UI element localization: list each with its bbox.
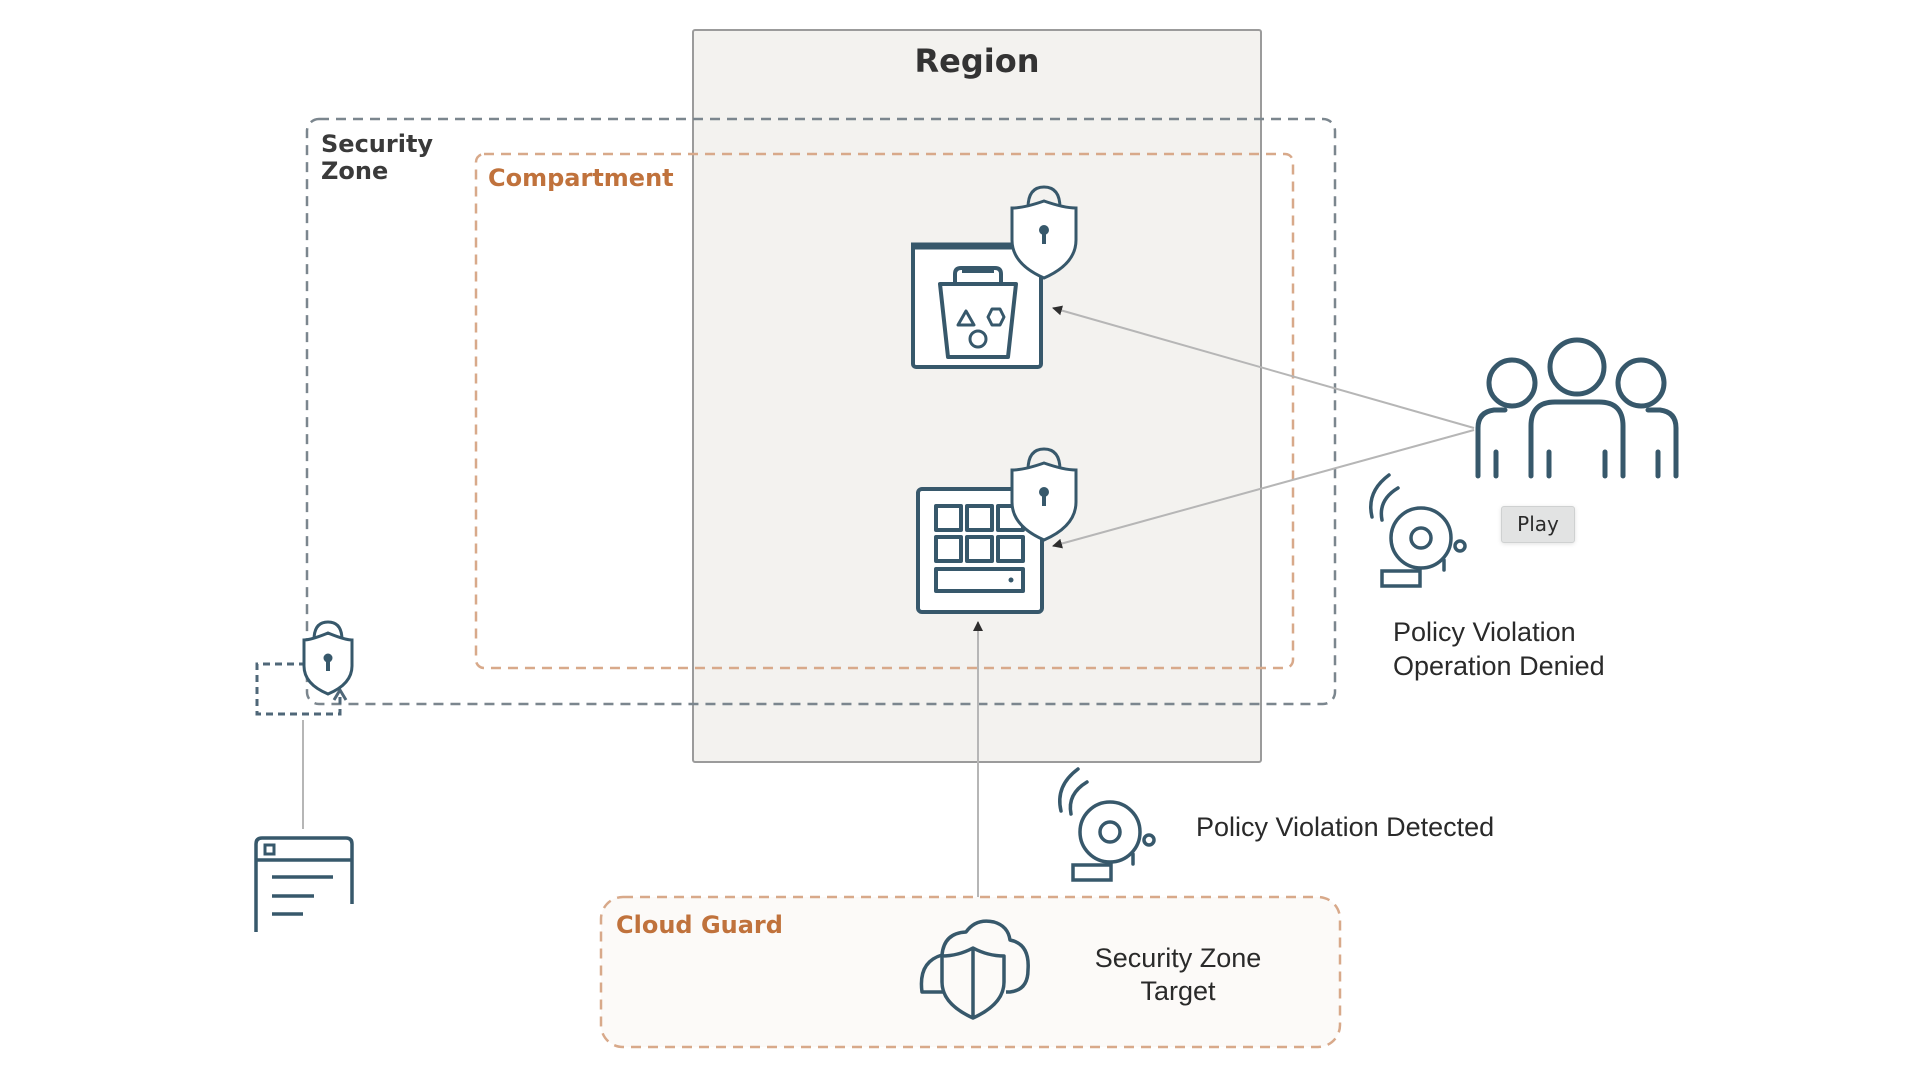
policy-violation-denied-line2: Operation Denied <box>1393 651 1605 681</box>
policy-violation-denied-line1: Policy Violation <box>1393 617 1576 647</box>
security-zone-label-line1: Security <box>321 130 433 158</box>
compartment-label: Compartment <box>488 164 674 192</box>
connector-users-to-bucket <box>1052 305 1475 429</box>
security-zone-attach-arrow <box>332 687 348 701</box>
security-zone-target-line1: Security Zone <box>1095 943 1262 973</box>
cloud-guard-label: Cloud Guard <box>616 911 783 939</box>
policy-document-icon <box>254 836 354 932</box>
policy-violation-detected-label: Policy Violation Detected <box>1196 812 1494 842</box>
region-title: Region <box>915 42 1040 80</box>
bucket-shield-lock-icon <box>1010 185 1078 280</box>
security-zone-target-line2: Target <box>1140 976 1216 1006</box>
security-zone-label-line2: Zone <box>321 157 388 185</box>
security-zone-attach-connector <box>255 662 342 716</box>
alarm-bell-icon <box>1369 473 1467 588</box>
storage-bucket-icon <box>911 242 1043 369</box>
connector-users-to-compute <box>1052 429 1475 549</box>
play-button[interactable]: Play <box>1501 506 1575 543</box>
cloud-shield-icon <box>919 919 1030 1020</box>
users-group-icon <box>1475 337 1679 479</box>
compute-instance-icon <box>916 487 1044 614</box>
compute-shield-lock-icon <box>1010 447 1078 542</box>
alarm-bell-detected-icon <box>1058 767 1156 882</box>
security-zone-boundary <box>305 117 1337 706</box>
security-zone-shield-lock-icon <box>302 620 354 696</box>
compartment-boundary <box>474 152 1295 670</box>
